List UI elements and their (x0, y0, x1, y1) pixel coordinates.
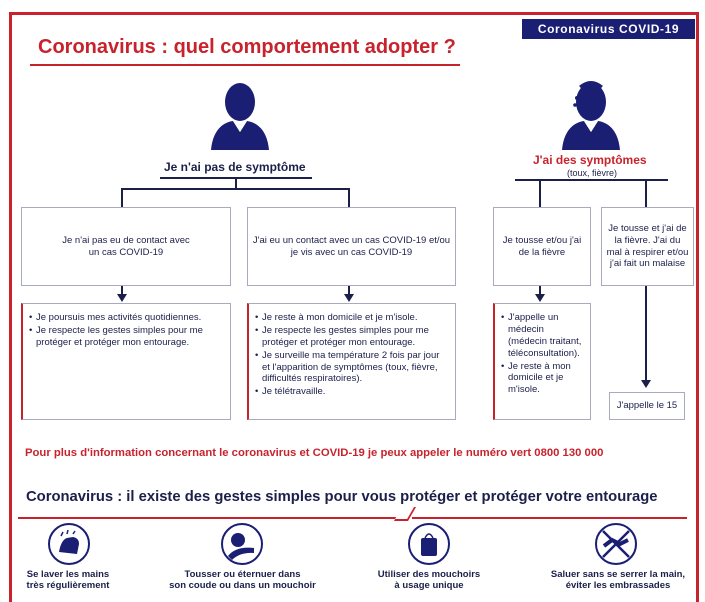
condition-text: J'ai eu un contact avec un cas COVID-19 … (252, 234, 451, 258)
gestes-title: Coronavirus : il existe des gestes simpl… (26, 489, 658, 505)
tree-connector (235, 179, 237, 189)
section-divider (18, 517, 400, 519)
action-item: J'appelle un médecin (médecin traitant, … (501, 312, 584, 360)
no-symptom-label: Je n'ai pas de symptôme (164, 160, 306, 174)
title-underline (30, 64, 460, 66)
gesture-label: Utiliser des mouchoirs à usage unique (370, 569, 488, 592)
arrow-shaft (121, 286, 123, 296)
poster-frame (9, 12, 699, 602)
arrow-down-icon (641, 380, 651, 388)
info-hotline: Pour plus d'information concernant le co… (25, 447, 604, 459)
arrow-shaft (348, 286, 350, 296)
gesture-label: Saluer sans se serrer la main, éviter le… (538, 569, 698, 592)
page-title: Coronavirus : quel comportement adopter … (38, 36, 456, 58)
no-symptom-underline (160, 177, 312, 179)
condition-text: Je tousse et j'ai de la fièvre. J'ai du … (606, 222, 689, 270)
cough-fever-actions: J'appelle un médecin (médecin traitant, … (493, 303, 591, 420)
action-item: Je reste à mon domicile et je m'isole. (501, 361, 584, 397)
tree-connector (645, 180, 647, 208)
gesture-label-line: Se laver les mains (26, 569, 110, 580)
no-contact-actions: Je poursuis mes activités quotidiennes. … (21, 303, 231, 420)
action-text: J'appelle le 15 (616, 400, 678, 412)
symptom-label: J'ai des symptômes (533, 153, 647, 167)
no-handshake-icon (595, 523, 637, 565)
action-item: Je respecte les gestes simples pour me p… (255, 325, 449, 349)
action-item: Je reste à mon domicile et je m'isole. (255, 312, 449, 324)
symptom-underline (515, 179, 668, 181)
gesture-label-line: très régulièrement (26, 580, 110, 592)
action-item: Je poursuis mes activités quotidiennes. (29, 312, 224, 324)
tissue-icon (408, 523, 450, 565)
person-healthy-icon (211, 83, 269, 150)
tree-connector (121, 188, 123, 208)
action-item: Je respecte les gestes simples pour me p… (29, 325, 224, 349)
gesture-label-line: Saluer sans se serrer la main, (550, 569, 686, 580)
gesture-label-line: éviter les embrassades (565, 580, 671, 592)
cough-elbow-icon (221, 523, 263, 565)
tree-connector (539, 180, 541, 208)
section-divider (412, 517, 687, 519)
gesture-label-line: son coude ou dans un mouchoir (169, 580, 316, 592)
action-item: Je surveille ma température 2 fois par j… (255, 350, 449, 386)
symptom-sublabel: (toux, fièvre) (567, 168, 618, 178)
gesture-label: Tousser ou éternuer dans son coude ou da… (165, 569, 320, 592)
arrow-down-icon (117, 294, 127, 302)
action-item: Je télétravaille. (255, 386, 449, 398)
gesture-label-line: Utiliser des mouchoirs (377, 569, 481, 580)
condition-text: Je n'ai pas eu de contact avec un cas CO… (62, 234, 190, 258)
call-15-box: J'appelle le 15 (609, 392, 685, 420)
gesture-label: Se laver les mains très régulièrement (18, 569, 118, 592)
person-sick-icon (562, 81, 620, 150)
action-list: Je reste à mon domicile et je m'isole. J… (255, 312, 449, 399)
arrow-shaft (539, 286, 541, 296)
action-list: Je poursuis mes activités quotidiennes. … (29, 312, 224, 350)
hand-washing-icon (48, 523, 90, 565)
cough-fever-box: Je tousse et/ou j'ai de la fièvre (493, 207, 591, 286)
breathing-box: Je tousse et j'ai de la fièvre. J'ai du … (601, 207, 694, 286)
action-list: J'appelle un médecin (médecin traitant, … (501, 312, 584, 397)
gesture-label-line: à usage unique (394, 580, 464, 592)
no-contact-box: Je n'ai pas eu de contact avec un cas CO… (21, 207, 231, 286)
tree-connector (121, 188, 350, 190)
tree-connector (348, 188, 350, 208)
arrow-down-icon (535, 294, 545, 302)
arrow-down-icon (344, 294, 354, 302)
covid-tag: Coronavirus COVID-19 (522, 19, 695, 39)
condition-text: Je tousse et/ou j'ai de la fièvre (502, 234, 582, 258)
gesture-label-line: Tousser ou éternuer dans (184, 569, 301, 580)
arrow-shaft (645, 286, 647, 382)
contact-box: J'ai eu un contact avec un cas COVID-19 … (247, 207, 456, 286)
contact-actions: Je reste à mon domicile et je m'isole. J… (247, 303, 456, 420)
